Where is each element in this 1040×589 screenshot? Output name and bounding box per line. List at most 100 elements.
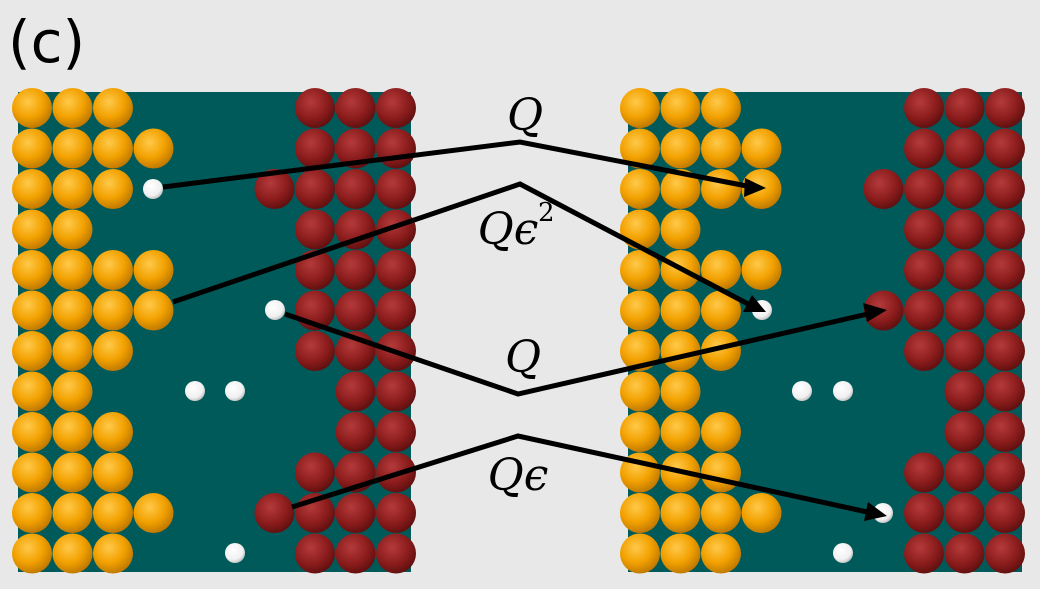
orange-particle	[52, 412, 93, 452]
orange-particle	[12, 290, 52, 331]
red-particle	[376, 412, 416, 452]
orange-particle	[93, 250, 133, 290]
orange-particle	[620, 290, 660, 331]
red-particle	[376, 209, 416, 250]
orange-particle	[93, 533, 133, 574]
arrow-head	[863, 303, 887, 322]
arrow-hop-1: Q	[162, 90, 766, 197]
red-particle	[944, 169, 985, 209]
white-particle	[143, 179, 163, 199]
orange-particle	[620, 128, 660, 169]
orange-particle	[52, 290, 93, 331]
orange-particle	[52, 88, 93, 128]
orange-particle	[660, 533, 701, 574]
red-particle	[376, 128, 416, 169]
orange-particle	[620, 331, 660, 371]
arrow-hop-2: Qϵ 2	[172, 181, 766, 312]
red-particle	[985, 493, 1025, 533]
orange-particle	[660, 169, 701, 209]
red-particle	[944, 371, 985, 412]
red-particle	[376, 493, 416, 533]
orange-particle	[701, 290, 741, 331]
red-particle	[944, 331, 985, 371]
transition-label: Qϵ	[488, 450, 549, 501]
red-particle	[295, 128, 335, 169]
orange-particle	[660, 493, 701, 533]
red-particle	[985, 209, 1025, 250]
left-lattice-panel	[12, 88, 416, 574]
white-particle	[873, 503, 893, 523]
orange-particle	[12, 169, 52, 209]
red-particle	[904, 128, 944, 169]
orange-particle	[52, 209, 93, 250]
orange-particle	[701, 250, 741, 290]
orange-particle	[660, 128, 701, 169]
orange-particle	[701, 128, 741, 169]
orange-particle	[660, 290, 701, 331]
red-particle	[985, 452, 1025, 493]
orange-particle	[93, 290, 133, 331]
red-particle	[985, 331, 1025, 371]
red-particle	[904, 290, 944, 331]
red-particle	[904, 88, 944, 128]
white-particle	[225, 543, 245, 563]
red-particle	[295, 452, 335, 493]
red-particle	[254, 169, 295, 209]
orange-particle	[133, 290, 174, 331]
left-red-particles	[254, 88, 416, 574]
orange-particle	[660, 412, 701, 452]
red-particle	[904, 250, 944, 290]
red-particle	[985, 290, 1025, 331]
orange-particle	[741, 493, 782, 533]
transition-arrows: Q Qϵ 2 Q Qϵ	[162, 90, 887, 521]
orange-particle	[12, 452, 52, 493]
orange-particle	[12, 128, 52, 169]
arrow-hop-4: Qϵ	[291, 433, 887, 521]
orange-particle	[52, 331, 93, 371]
white-particle	[792, 381, 812, 401]
red-particle	[985, 250, 1025, 290]
orange-particle	[52, 128, 93, 169]
orange-particle	[93, 128, 133, 169]
red-particle	[295, 169, 335, 209]
red-particle	[944, 88, 985, 128]
orange-particle	[701, 169, 741, 209]
orange-particle	[660, 209, 701, 250]
orange-particle	[12, 209, 52, 250]
red-particle	[944, 250, 985, 290]
orange-particle	[93, 493, 133, 533]
orange-particle	[701, 493, 741, 533]
orange-particle	[52, 533, 93, 574]
orange-particle	[660, 371, 701, 412]
orange-particle	[12, 493, 52, 533]
orange-particle	[620, 412, 660, 452]
red-particle	[295, 533, 335, 574]
orange-particle	[620, 493, 660, 533]
transition-label-exponent: 2	[538, 198, 555, 228]
orange-particle	[660, 88, 701, 128]
arrow-head	[743, 295, 766, 312]
red-particle	[335, 128, 376, 169]
orange-particle	[93, 452, 133, 493]
orange-particle	[133, 493, 174, 533]
orange-particle	[52, 371, 93, 412]
arrow-path	[291, 433, 873, 516]
arrow-path	[284, 310, 873, 397]
red-particle	[904, 209, 944, 250]
orange-particle	[52, 493, 93, 533]
red-particle	[944, 128, 985, 169]
red-particle	[295, 88, 335, 128]
orange-particle	[701, 88, 741, 128]
red-particle	[335, 209, 376, 250]
red-particle	[944, 493, 985, 533]
red-particle	[295, 250, 335, 290]
orange-particle	[12, 331, 52, 371]
orange-particle	[620, 250, 660, 290]
red-particle	[376, 371, 416, 412]
transition-label: Qϵ	[478, 204, 539, 255]
arrow-path	[162, 139, 753, 190]
orange-particle	[620, 209, 660, 250]
right-lattice-panel	[620, 88, 1025, 574]
red-particle	[376, 169, 416, 209]
